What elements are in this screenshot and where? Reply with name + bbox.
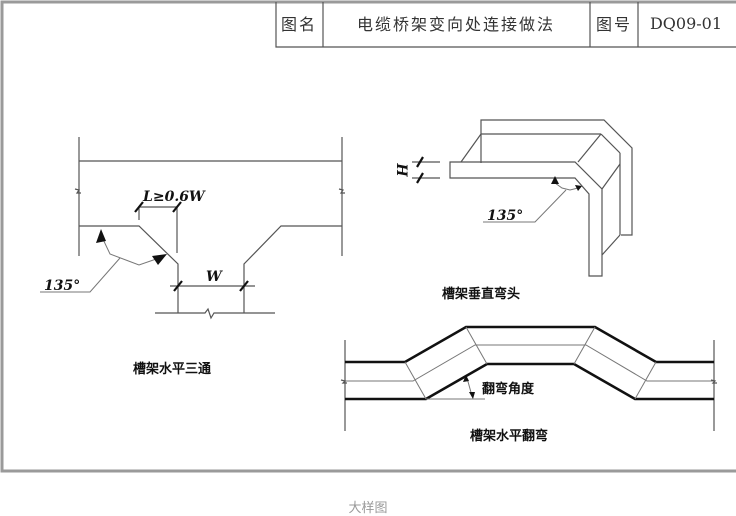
bend-angle-label: 翻弯角度 [482, 381, 535, 397]
width-dimension-label: W [206, 269, 223, 285]
bend-angle-label: 135° [487, 208, 523, 224]
break-mark [340, 379, 347, 384]
tee-angle-label: 135° [44, 278, 80, 294]
figure-caption: 大样图 [348, 501, 388, 516]
drawing-title: 电缆桥架变向处连接做法 [357, 15, 555, 34]
angle-arrow [551, 176, 559, 184]
vertical-bend-caption: 槽架垂直弯头 [442, 286, 520, 302]
drawing-number: DQ09-01 [650, 14, 722, 33]
sheet-frame [0, 0, 736, 473]
title-block: 图名 电缆桥架变向处连接做法 图号 DQ09-01 [275, 2, 736, 48]
angle-arrow [96, 229, 106, 243]
break-mark [710, 379, 717, 384]
height-dimension-label: H [393, 162, 409, 177]
break-mark [74, 188, 81, 194]
angle-arrow [469, 392, 475, 399]
angle-arrow [463, 375, 469, 382]
title-name-label: 图名 [281, 15, 317, 34]
horizontal-tee-detail: L≥0.6W W 135° 槽架水平三通 [40, 137, 345, 377]
angle-arrow [152, 254, 167, 265]
horizontal-tee-caption: 槽架水平三通 [133, 361, 211, 377]
angle-arrow [575, 185, 582, 191]
break-mark [338, 188, 345, 194]
title-number-label: 图号 [596, 15, 632, 34]
vertical-bend-detail: H 135° 槽架垂直弯头 [393, 119, 633, 302]
horizontal-bend-caption: 槽架水平翻弯 [470, 428, 548, 444]
horizontal-bend-detail: 翻弯角度 槽架水平翻弯 [340, 325, 717, 444]
length-dimension-label: L≥0.6W [142, 189, 206, 205]
